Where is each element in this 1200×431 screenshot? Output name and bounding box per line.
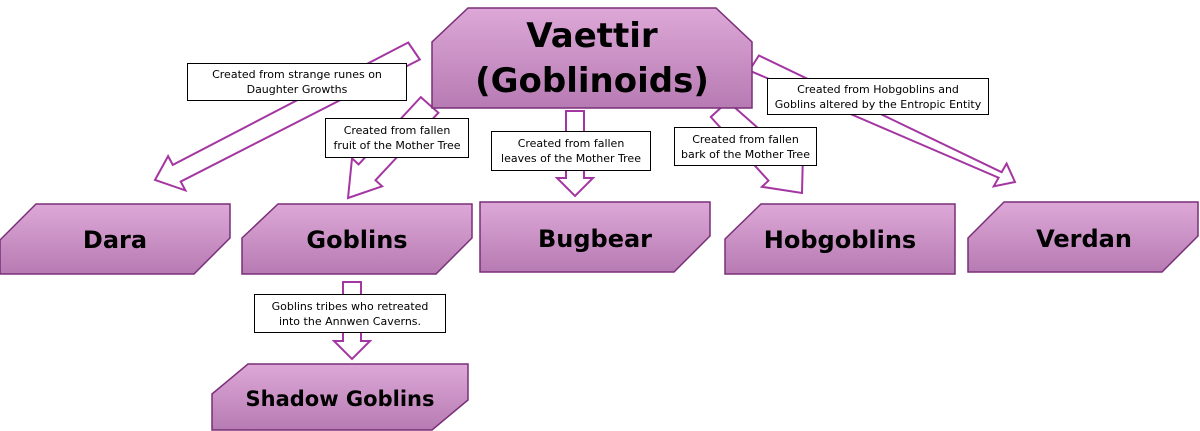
note-dara-line2: Daughter Growths <box>246 83 348 96</box>
note-verdan: Created from Hobgoblins and Goblins alte… <box>767 78 989 115</box>
note-goblins-line1: Created from fallen <box>343 124 451 137</box>
node-dara-label: Dara <box>83 226 147 254</box>
node-shadow-goblins <box>211 363 469 431</box>
node-verdan-label: Verdan <box>1036 225 1132 253</box>
note-hobgoblins: Created from fallen bark of the Mother T… <box>674 127 817 166</box>
node-vaettir-line1: Vaettir <box>526 16 658 56</box>
note-dara-line1: Created from strange runes on <box>212 68 382 81</box>
node-vaettir-line2: (Goblinoids) <box>475 61 709 101</box>
note-dara: Created from strange runes on Daughter G… <box>187 63 407 101</box>
node-bugbear-label: Bugbear <box>538 225 652 253</box>
note-shadow-goblins-line1: Goblins tribes who retreated <box>271 299 429 313</box>
note-verdan-line1: Created from Hobgoblins and <box>797 82 959 96</box>
node-goblins <box>241 203 473 275</box>
note-hobgoblins-line2: bark of the Mother Tree <box>681 147 810 161</box>
note-bugbear-line2: leaves of the Mother Tree <box>501 152 641 165</box>
node-vaettir-goblinoids <box>431 7 753 109</box>
note-goblins: Created from fallen fruit of the Mother … <box>325 118 469 158</box>
note-hobgoblins-line1: Created from fallen <box>692 132 799 146</box>
node-hobgoblins <box>724 203 956 275</box>
node-hobgoblins-label: Hobgoblins <box>764 226 916 254</box>
note-shadow-goblins: Goblins tribes who retreated into the An… <box>254 294 446 333</box>
node-shadow-goblins-label: Shadow Goblins <box>246 387 435 411</box>
note-bugbear: Created from fallen leaves of the Mother… <box>491 131 651 171</box>
note-verdan-line2: Goblins altered by the Entropic Entity <box>774 97 982 111</box>
note-shadow-goblins-line2: into the Annwen Caverns. <box>278 314 422 328</box>
node-dara <box>0 203 231 275</box>
note-bugbear-line1: Created from fallen <box>517 137 625 150</box>
node-verdan <box>967 201 1199 273</box>
node-goblins-label: Goblins <box>306 226 407 254</box>
note-goblins-line2: fruit of the Mother Tree <box>333 139 461 152</box>
node-bugbear <box>479 201 711 273</box>
